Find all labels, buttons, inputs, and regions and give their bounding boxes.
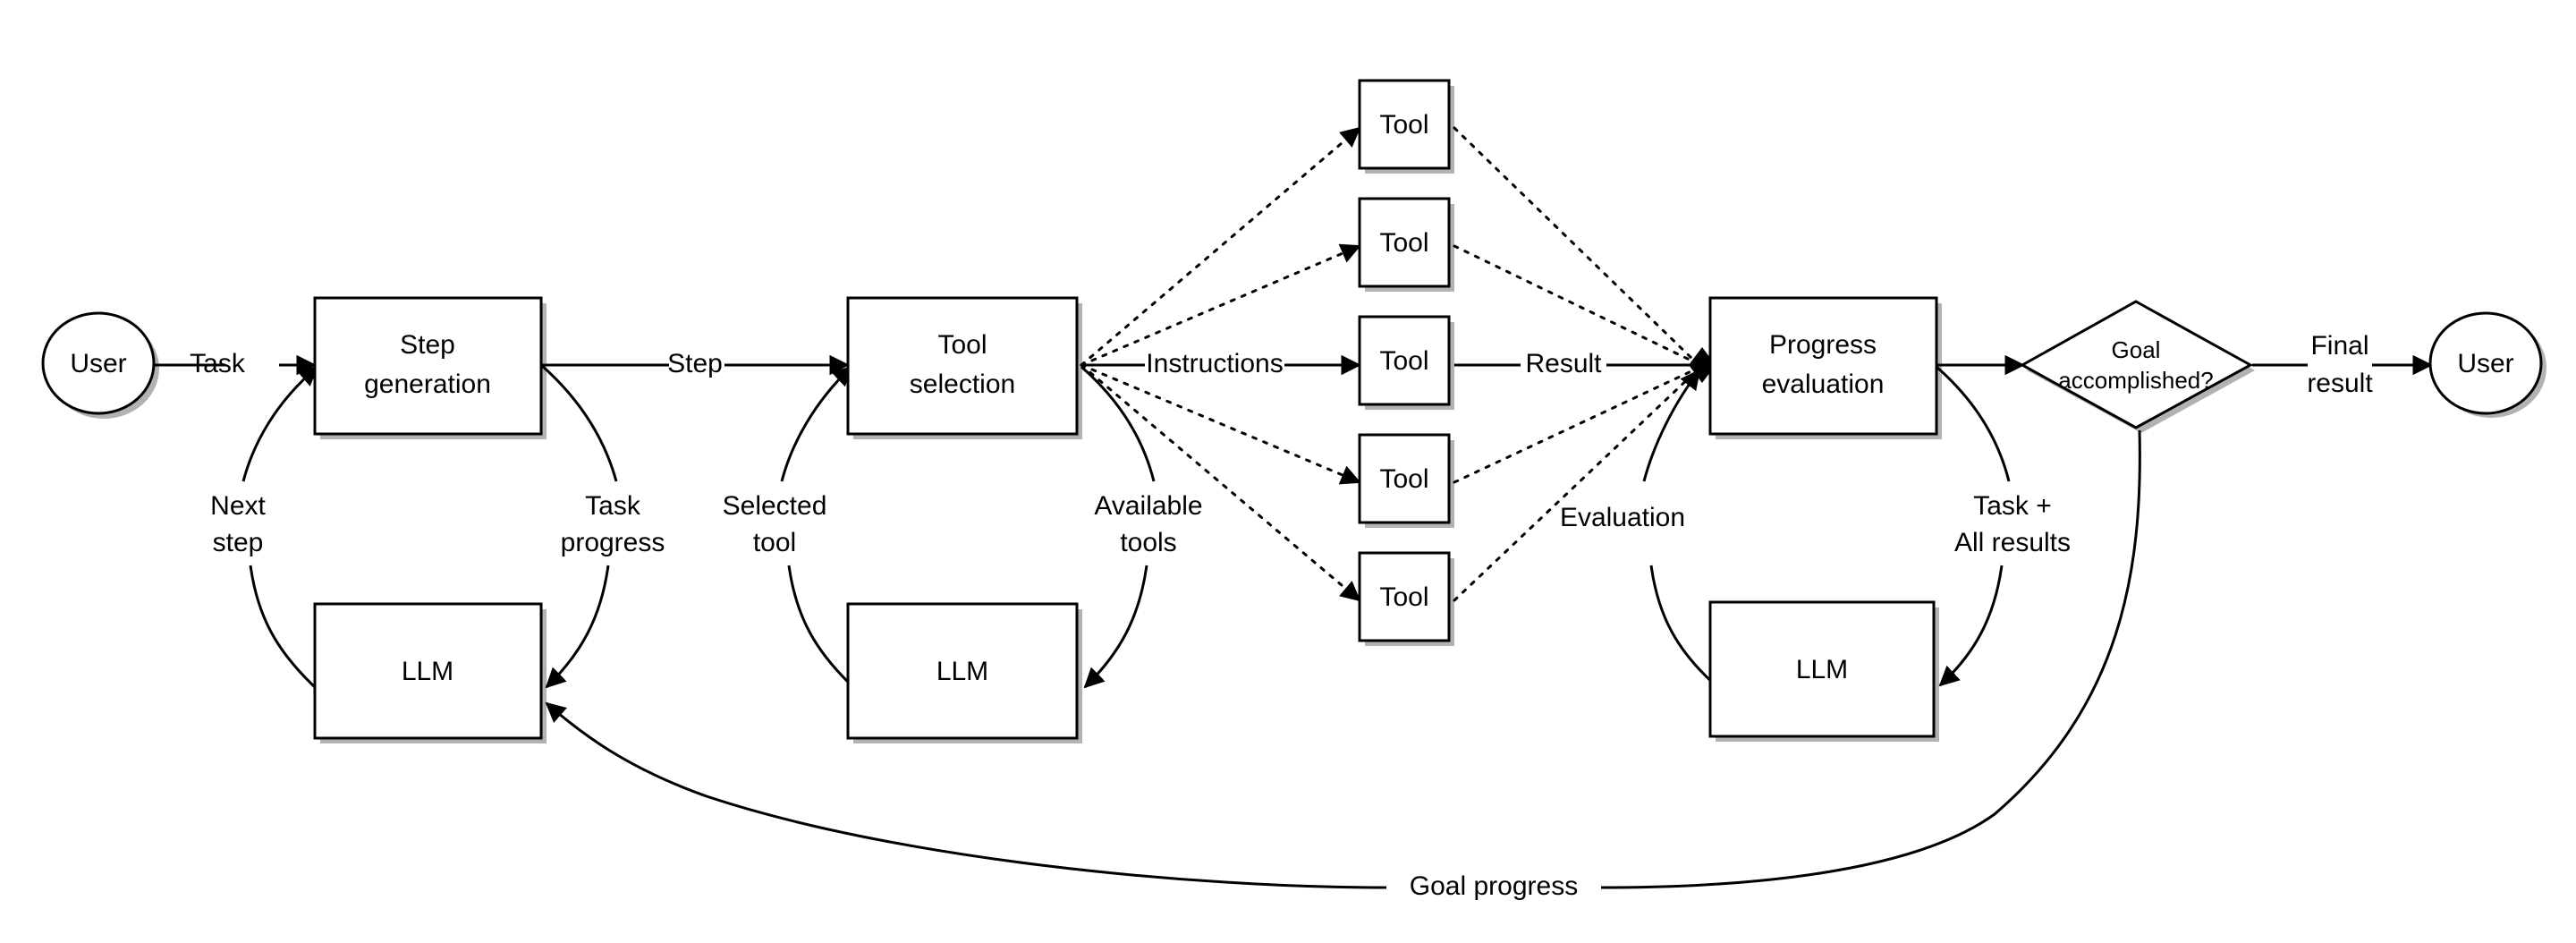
edge-selected-tool-upper [780, 365, 853, 482]
edge-goal-progress-left [545, 701, 1387, 889]
edge-label-available-tools-line1: Available [1094, 491, 1202, 521]
edge-tool-fan-1 [1080, 126, 1361, 367]
edge-next-step-lower [249, 565, 317, 689]
node-step-generation[interactable] [313, 296, 543, 436]
node-tool-5-label: Tool [1379, 582, 1428, 612]
node-llm-step-label: LLM [402, 657, 453, 686]
edge-task-progress-lower [545, 565, 610, 689]
node-decision-label-line2: accomplished? [2058, 367, 2213, 394]
node-user-start-label: User [70, 349, 126, 378]
node-tool-2[interactable] [1358, 197, 1451, 288]
node-tool-1[interactable] [1358, 79, 1451, 170]
edge-label-available-tools-line2: tools [1120, 528, 1176, 557]
node-tool-3[interactable] [1358, 315, 1451, 406]
edge-label-goal-progress: Goal progress [1410, 871, 1578, 901]
edge-tool-fan-4 [1080, 363, 1361, 485]
edge-label-next-step-line2: step [213, 528, 264, 557]
node-progress-evaluation-label-line2: evaluation [1762, 370, 1885, 399]
node-tool-selection-label-line2: selection [910, 370, 1015, 399]
node-progress-evaluation[interactable] [1708, 296, 1938, 436]
edge-tool-return-1 [1453, 126, 1695, 361]
edge-label-next-step-line1: Next [210, 491, 266, 521]
node-llm-tool-label: LLM [936, 657, 988, 686]
edge-tool-fan-2 [1080, 243, 1361, 367]
edge-label-final-result-line1: Final [2310, 331, 2368, 361]
node-user-end-label: User [2457, 349, 2513, 378]
edge-tool-return-5 [1453, 372, 1695, 602]
node-tool-selection-label-line1: Tool [937, 330, 987, 360]
node-decision-label-line1: Goal [2112, 336, 2161, 363]
edge-task-progress-upper [540, 363, 618, 482]
node-tool-3-label: Tool [1379, 346, 1428, 376]
edge-selected-tool-lower [787, 565, 855, 689]
edge-goal-progress-right [1600, 429, 2141, 889]
edge-label-final-result-line2: result [2307, 369, 2373, 398]
edge-label-instructions: Instructions [1146, 349, 1283, 378]
edge-label-task-progress-line2: progress [561, 528, 665, 557]
edge-tool-return-4 [1453, 369, 1695, 484]
node-llm-step[interactable] [313, 602, 543, 740]
node-tool-4[interactable] [1358, 433, 1451, 524]
node-tool-selection[interactable] [846, 296, 1079, 436]
edge-label-selected-tool-line1: Selected [723, 491, 827, 521]
node-tool-5[interactable] [1358, 551, 1451, 642]
node-tool-4-label: Tool [1379, 464, 1428, 494]
node-llm-progress[interactable] [1708, 600, 1936, 738]
node-llm-progress-label: LLM [1796, 655, 1848, 684]
edge-label-task-all-results-line2: All results [1954, 528, 2071, 557]
edge-evaluation-upper [1642, 369, 1701, 482]
node-user-end[interactable] [2428, 311, 2543, 415]
edge-available-tools-upper [1080, 365, 1156, 482]
edge-evaluation-lower [1649, 565, 1717, 687]
node-step-generation-label-line1: Step [400, 330, 455, 360]
node-progress-evaluation-label-line1: Progress [1769, 330, 1877, 360]
edge-label-evaluation: Evaluation [1560, 503, 1685, 532]
node-step-generation-label-line2: generation [364, 370, 491, 399]
edge-task-all-results-upper [1936, 365, 2011, 482]
edge-label-selected-tool-line2: tool [753, 528, 796, 557]
edge-next-step-upper [242, 365, 319, 482]
edge-label-task-all-results-line1: Task + [1973, 491, 2052, 521]
edge-label-result: Result [1525, 349, 1602, 378]
node-tool-1-label: Tool [1379, 110, 1428, 140]
node-decision-goal-accomplished[interactable] [2019, 300, 2254, 429]
edge-task-all-results-lower [1938, 565, 2004, 687]
edge-tool-return-2 [1453, 244, 1695, 363]
edge-label-task: Task [190, 349, 246, 378]
edge-tool-fan-5 [1080, 363, 1361, 602]
node-tool-2-label: Tool [1379, 228, 1428, 258]
edge-available-tools-lower [1083, 565, 1148, 689]
edge-label-task-progress-line1: Task [585, 491, 641, 521]
node-llm-tool[interactable] [846, 602, 1079, 740]
node-user-start[interactable] [41, 311, 156, 415]
edge-label-step: Step [667, 349, 723, 378]
